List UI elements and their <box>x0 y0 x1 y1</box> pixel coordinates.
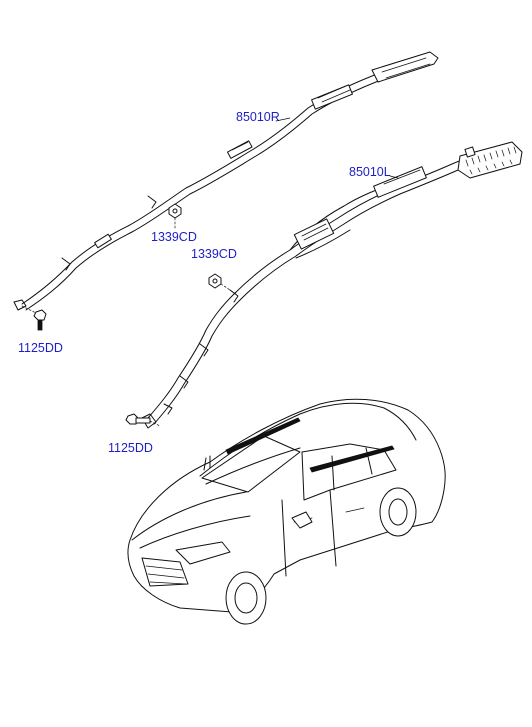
leader-line <box>275 117 291 122</box>
leader-line <box>389 175 399 179</box>
vehicle-sedan-illustration <box>127 398 446 625</box>
curtain-airbag-lh <box>141 141 523 429</box>
inflator-connector-teeth <box>465 146 517 175</box>
label-curtain-airbag-lh: 85010L <box>349 165 391 179</box>
label-nut-rh: 1339CD <box>151 230 197 244</box>
bolt-icon <box>125 413 161 427</box>
curtain-airbag-rh <box>13 51 439 311</box>
label-nut-lh: 1339CD <box>191 247 237 261</box>
label-bolt-lh: 1125DD <box>108 441 153 455</box>
label-bolt-rh: 1125DD <box>18 341 63 355</box>
nut-icon <box>168 203 182 229</box>
bolt-icon <box>21 305 47 331</box>
nut-icon <box>208 273 237 295</box>
label-curtain-airbag-rh: 85010R <box>236 110 280 124</box>
